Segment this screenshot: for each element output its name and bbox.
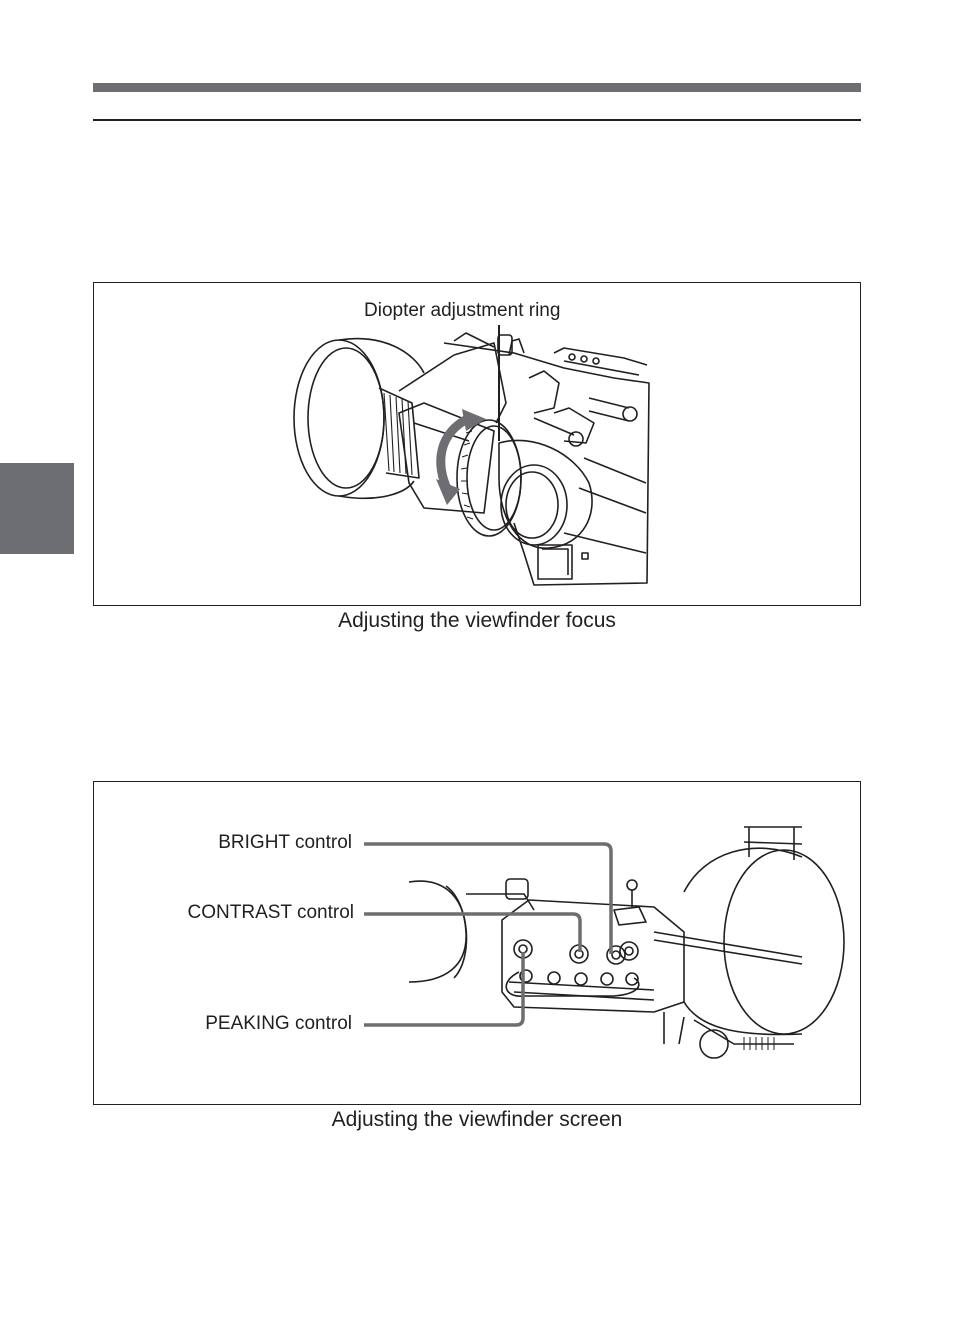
diopter-ring-label: Diopter adjustment ring <box>364 300 561 321</box>
figure-caption-focus: Adjusting the viewfinder focus <box>338 609 616 632</box>
contrast-control-label: CONTRAST control <box>187 902 354 923</box>
header-rule <box>93 119 861 121</box>
figure-viewfinder-focus: Diopter adjustment ring <box>93 282 861 606</box>
chapter-tab <box>0 463 74 554</box>
peaking-control-label: PEAKING control <box>205 1013 352 1034</box>
header-bar <box>93 83 861 92</box>
viewfinder-screen-illustration <box>364 826 845 1059</box>
bright-control-label: BRIGHT control <box>218 832 352 853</box>
figure-viewfinder-screen: BRIGHT control CONTRAST control PEAKING … <box>93 781 861 1105</box>
figure-caption-screen: Adjusting the viewfinder screen <box>331 1108 623 1131</box>
viewfinder-focus-illustration <box>293 325 650 586</box>
